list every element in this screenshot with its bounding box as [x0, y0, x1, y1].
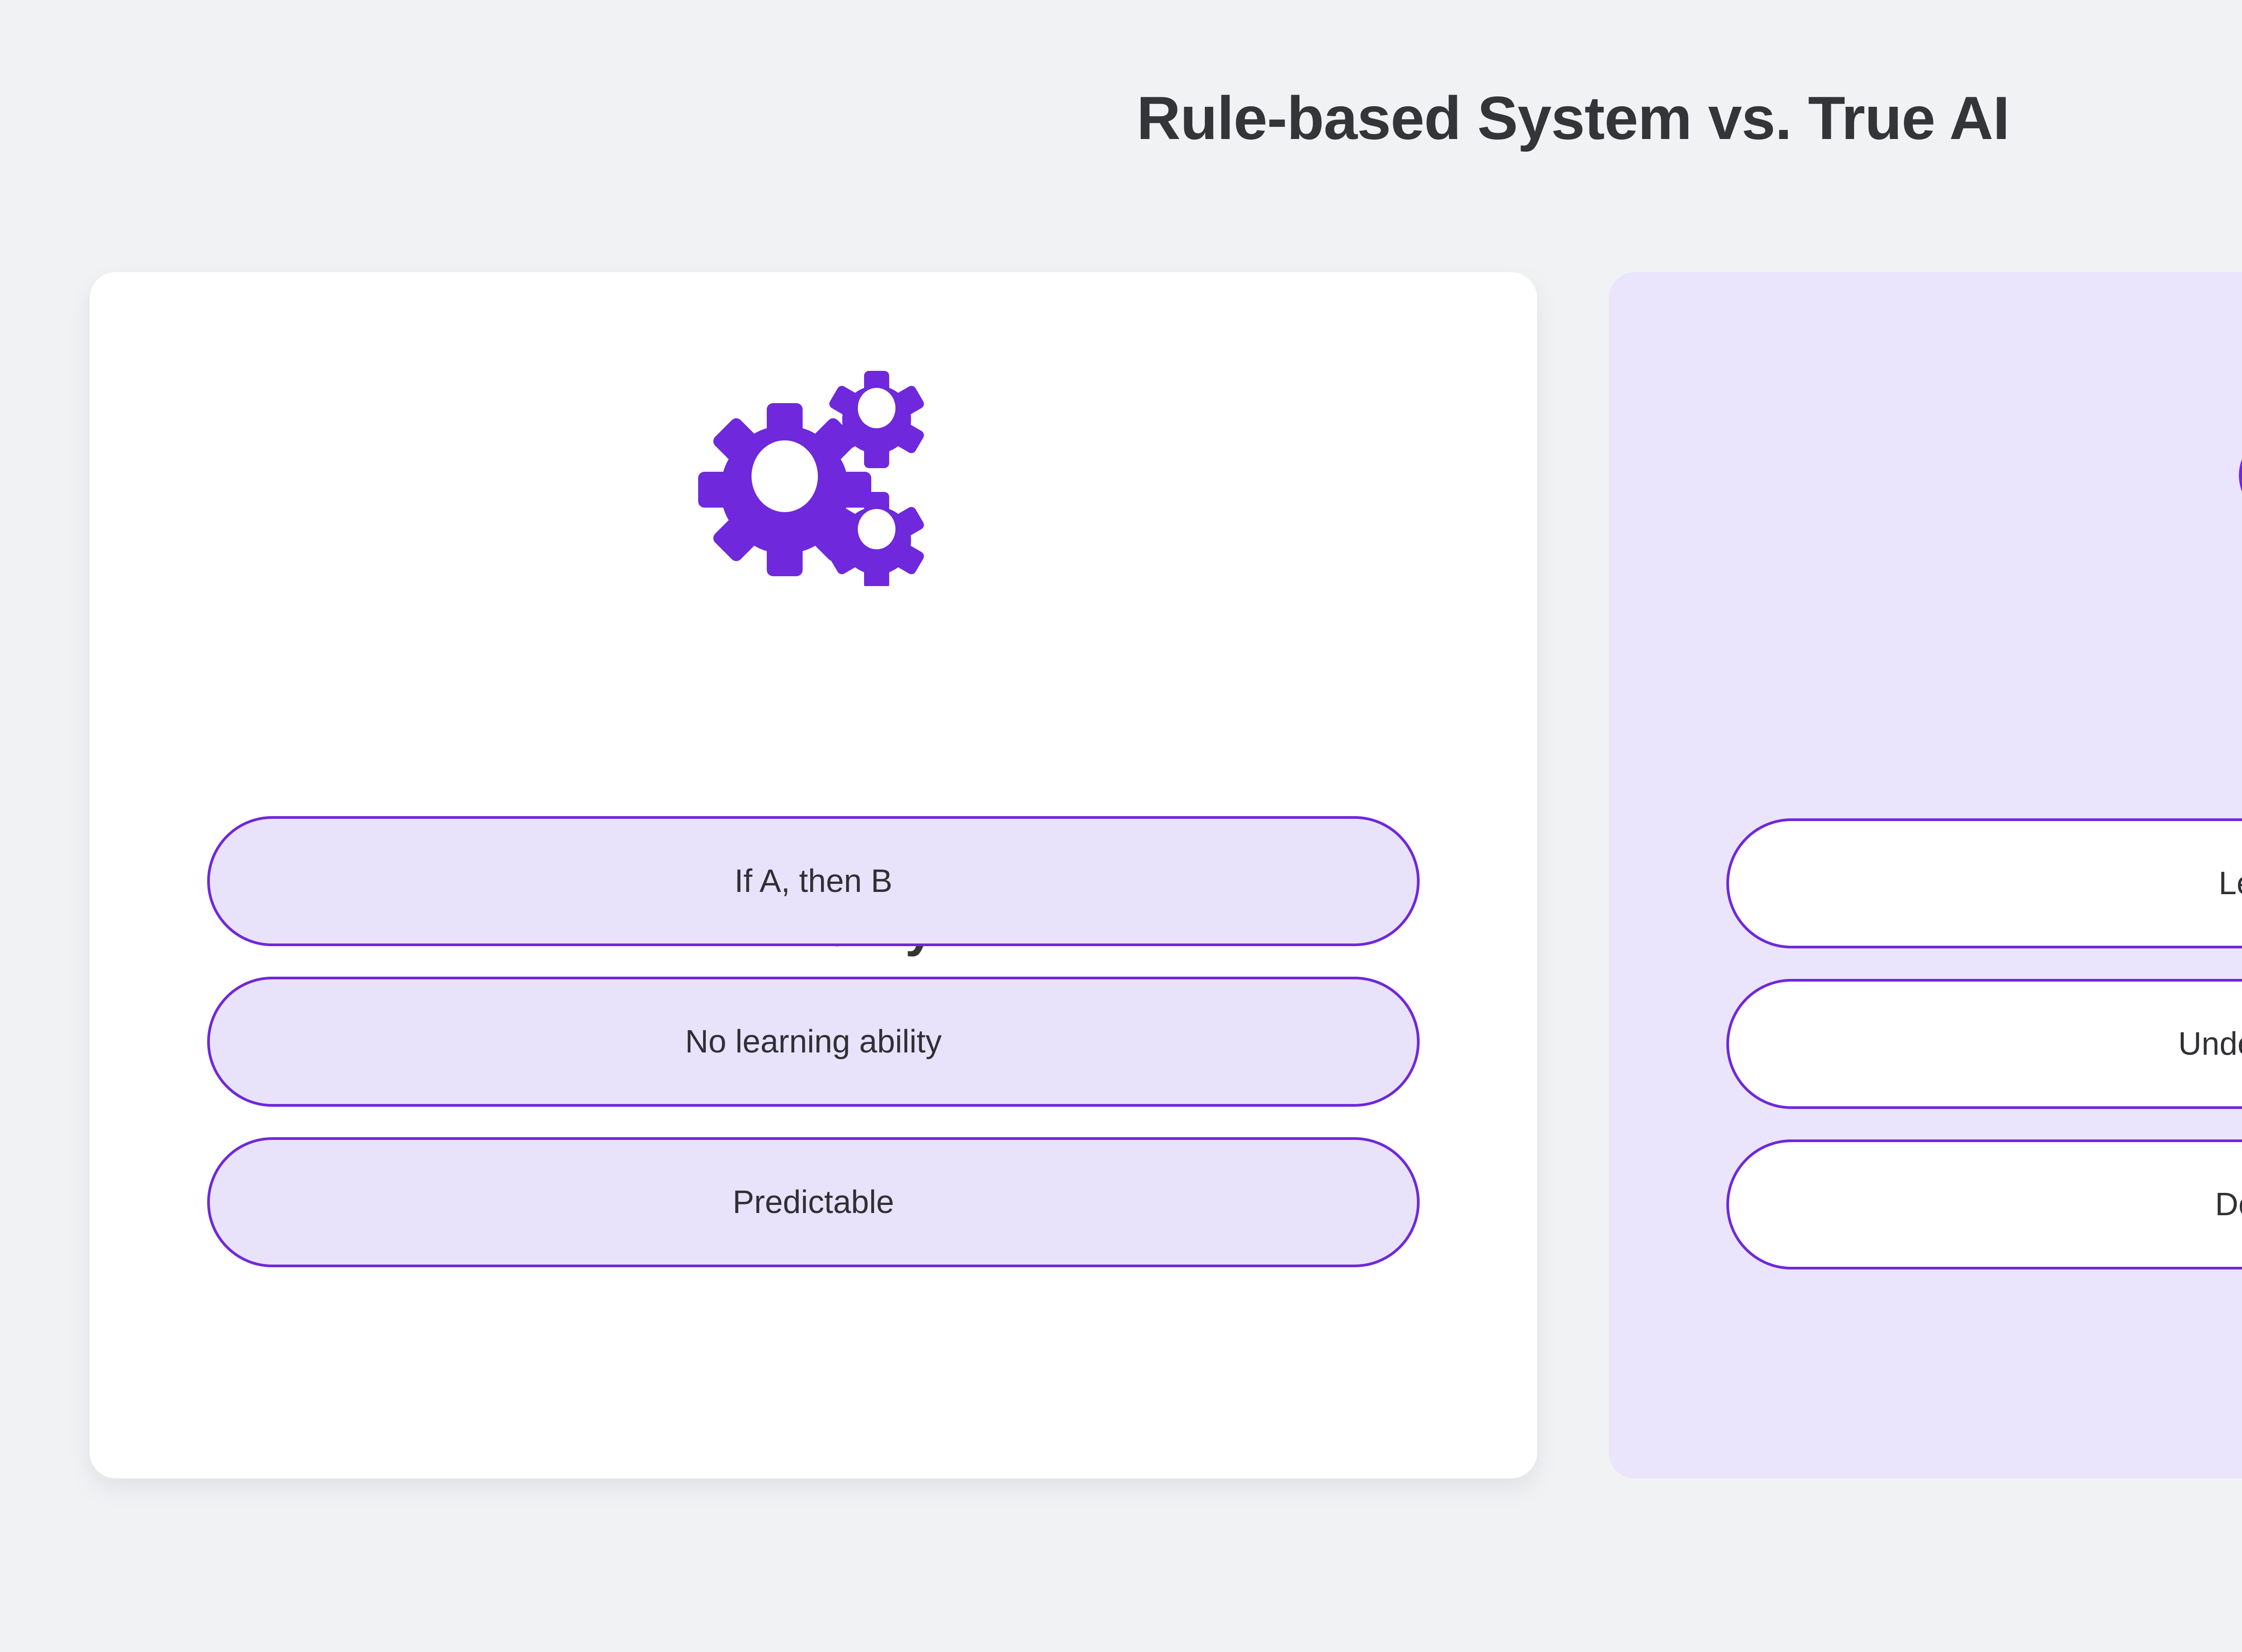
brain-icon	[2239, 459, 2242, 491]
feature-pill[interactable]: No learning ability	[207, 977, 1420, 1107]
feature-list-true-ai: Learn from data Understands patterns Dec…	[1726, 818, 2242, 1269]
card-rule-based-system: Rule-Based System If A, then B No learni…	[90, 272, 1537, 1478]
card-true-ai: True AI Learn from data Understands patt…	[1609, 272, 2242, 1478]
feature-pill[interactable]: Understands patterns	[1726, 979, 2242, 1109]
page-title: Rule-based System vs. True AI	[1136, 84, 2010, 152]
feature-list-rule-based: If A, then B No learning ability Predict…	[207, 816, 1420, 1267]
gears-icon-container	[90, 272, 1537, 586]
feature-pill[interactable]: Predictable	[207, 1137, 1420, 1267]
feature-pill[interactable]: Learn from data	[1726, 818, 2242, 948]
brain-icon-container	[1609, 272, 2242, 584]
feature-pill[interactable]: Decides Flexibly	[1726, 1139, 2242, 1269]
feature-pill[interactable]: If A, then B	[207, 816, 1420, 946]
gears-icon	[698, 371, 924, 586]
